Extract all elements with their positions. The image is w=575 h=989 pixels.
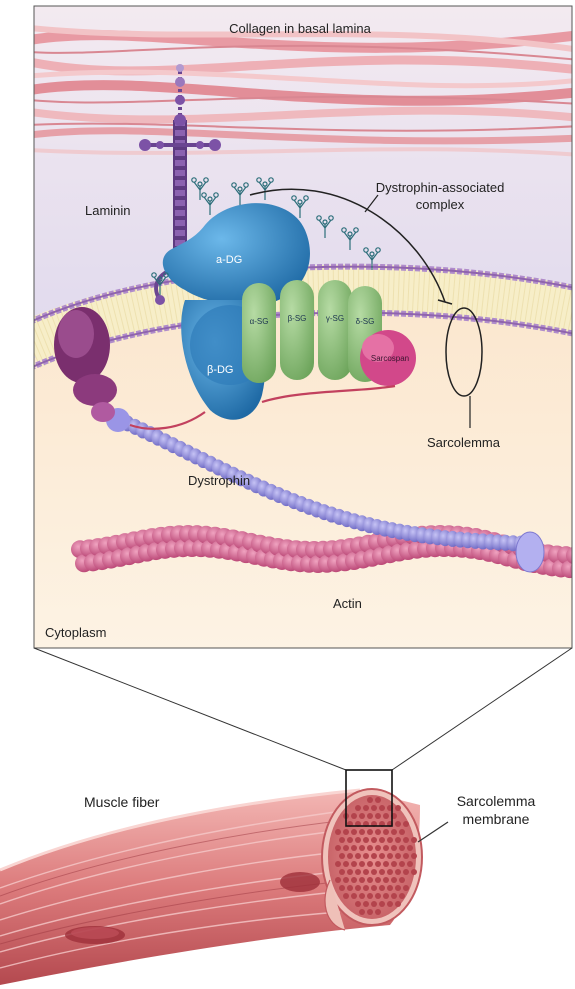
muscle-fiber-label: Muscle fiber xyxy=(84,794,160,810)
complex-label-line2: complex xyxy=(416,197,465,212)
beta-dg-label: β-DG xyxy=(207,364,234,376)
alpha-dg-label: a-DG xyxy=(216,254,242,266)
actin-label: Actin xyxy=(333,596,362,611)
membrane-label-line1: Sarcolemma xyxy=(457,793,536,809)
complex-label-line1: Dystrophin-associated xyxy=(376,180,505,195)
alpha-sg-label: α-SG xyxy=(250,317,269,326)
sarcospan-label: Sarcospan xyxy=(371,354,409,363)
inset-panel: Collagen in basal lamina Laminin Dystrop… xyxy=(30,6,575,650)
zoom-line-left xyxy=(34,648,346,770)
delta-sg-label: δ-SG xyxy=(356,317,375,326)
muscle-fiber xyxy=(0,789,422,985)
zoom-line-right xyxy=(392,648,572,770)
laminin-label: Laminin xyxy=(85,203,131,218)
dystrophin-label: Dystrophin xyxy=(188,473,250,488)
sarcoglycan-cluster xyxy=(242,280,382,383)
collagen-label: Collagen in basal lamina xyxy=(229,21,371,36)
beta-sg-label: β-SG xyxy=(288,314,307,323)
gamma-sg-label: γ-SG xyxy=(326,314,344,323)
membrane-leader xyxy=(418,822,448,842)
sarcolemma-label: Sarcolemma xyxy=(427,435,501,450)
membrane-label-line2: membrane xyxy=(463,811,530,827)
cytoplasm-label: Cytoplasm xyxy=(45,625,106,640)
